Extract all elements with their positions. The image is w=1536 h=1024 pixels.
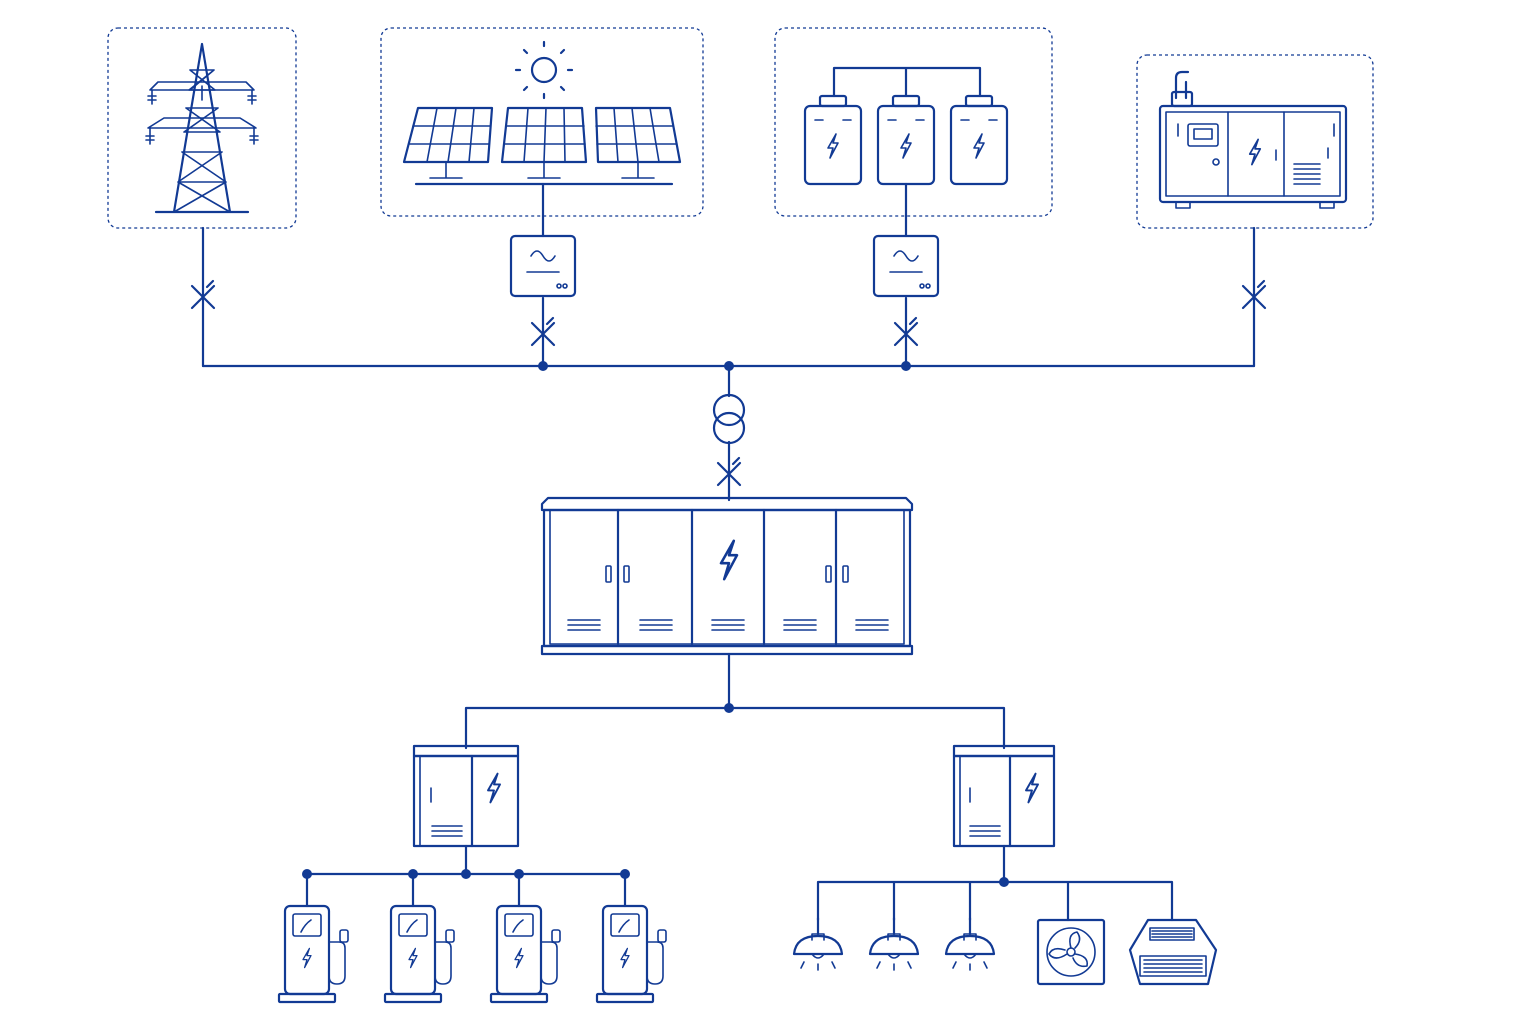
ev-charger-icon: [491, 906, 560, 1002]
distribution-panel-icon: [412, 744, 520, 848]
main-switchgear-icon: [540, 496, 914, 656]
bus-junction: [724, 703, 734, 713]
generator-source-box: [1136, 54, 1374, 229]
battery-bank-icon: [803, 66, 1009, 186]
solar-panels-icon: [402, 40, 682, 186]
building-branch-line: [816, 844, 1174, 922]
bus-junction: [901, 361, 911, 371]
ceiling-lamp-icon: [946, 918, 994, 970]
diesel-generator-icon: [1158, 70, 1348, 209]
ceiling-lamp-icon: [794, 918, 842, 970]
transmission-tower-icon: [145, 42, 259, 214]
distribution-bus-line: [464, 652, 1006, 750]
solar-inverter-icon: [511, 236, 575, 296]
ceiling-lamp-icon: [870, 918, 918, 970]
storage-source-box: [774, 27, 1053, 217]
ev-charger-icon: [279, 906, 348, 1002]
cassette-ac-icon: [1128, 918, 1218, 986]
exhaust-fan-icon: [1036, 918, 1106, 986]
ev-charger-icon: [385, 906, 454, 1002]
bus-junction: [538, 361, 548, 371]
distribution-panel-icon: [952, 744, 1056, 848]
storage-inverter-icon: [874, 236, 938, 296]
ev-charger-icon: [597, 906, 666, 1002]
solar-source-box: [380, 27, 704, 217]
transformer-icon: [712, 393, 746, 445]
